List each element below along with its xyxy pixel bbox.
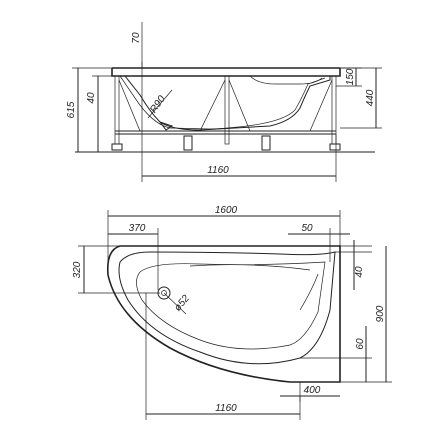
dim-70: 70 — [131, 22, 143, 68]
dim-40-top-label: 40 — [354, 266, 365, 278]
drain-inner — [161, 290, 167, 296]
drain-detail — [158, 121, 174, 131]
dim-40-side-label: 40 — [86, 92, 97, 104]
dim-r90: R90 — [147, 89, 173, 119]
dim-60: 60 — [300, 326, 372, 382]
dim-1160-top: 1160 — [145, 293, 301, 420]
dim-440-label: 440 — [365, 89, 376, 106]
dim-70-label: 70 — [131, 32, 142, 44]
tub-inner-basin — [118, 251, 336, 365]
dim-50: 50 — [288, 223, 350, 262]
tub-inner-floor — [136, 261, 326, 350]
dim-370-label: 370 — [129, 223, 146, 234]
dim-320-label: 320 — [72, 261, 83, 278]
dim-1160-side: 1160 — [142, 134, 337, 182]
headrest-rib — [189, 264, 311, 271]
dim-40-top: 40 — [335, 240, 372, 290]
dim-400: 400 — [280, 382, 340, 402]
dim-d52: ø52 — [163, 292, 192, 315]
dim-1600-label: 1600 — [215, 205, 238, 216]
dim-r90-label: R90 — [148, 94, 168, 116]
headrest-rib-2 — [299, 273, 319, 311]
dim-50-label: 50 — [301, 223, 313, 234]
dim-1600: 1600 — [107, 205, 341, 262]
dim-400-label: 400 — [304, 385, 321, 396]
side-view: 70 150 440 615 40 — [66, 22, 382, 182]
dim-1160-top-label: 1160 — [215, 403, 237, 414]
dim-370: 370 — [108, 223, 159, 290]
top-view: 1600 370 50 320 40 — [72, 205, 392, 420]
tub-rim — [111, 67, 341, 77]
dim-900-label: 900 — [375, 305, 386, 322]
dim-320: 320 — [72, 245, 160, 294]
dim-60-label: 60 — [355, 338, 366, 350]
tub-body-outline — [124, 75, 331, 131]
dim-440: 440 — [340, 67, 382, 129]
tub-outer-shell — [106, 245, 341, 383]
dim-615-label: 615 — [66, 101, 77, 118]
dim-40-side: 40 — [86, 75, 115, 152]
dim-150-label: 150 — [345, 68, 356, 85]
tub-headrest-bump — [249, 75, 323, 85]
dim-1160-side-label: 1160 — [207, 165, 229, 176]
tub-inner-contour — [119, 75, 326, 130]
support-frame — [111, 75, 341, 151]
dim-615: 615 — [66, 67, 112, 152]
dim-d52-label: ø52 — [172, 293, 192, 314]
